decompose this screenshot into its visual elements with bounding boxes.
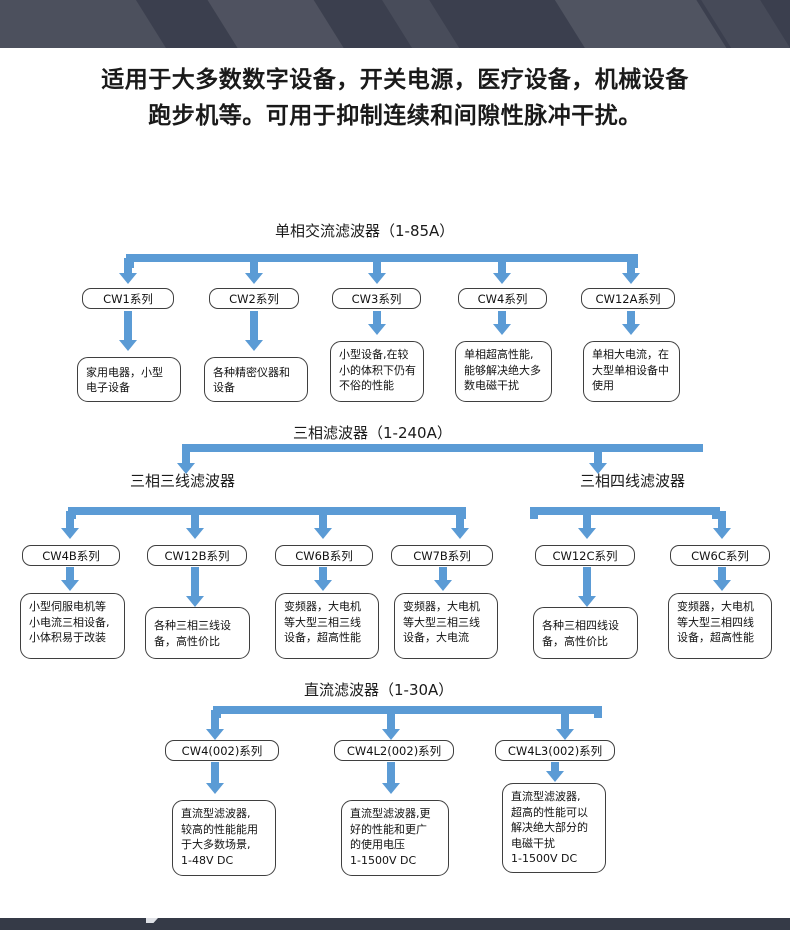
desc-line: 小电流三相设备,	[29, 615, 110, 629]
connector-bar-three-wire	[68, 507, 466, 515]
section-title-dc: 直流滤波器（1-30A）	[304, 681, 454, 699]
intro-paragraph: 适用于大多数数字设备，开关电源，医疗设备，机械设备 跑步机等。可用于抑制连续和间…	[0, 62, 790, 134]
desc-card-cw12b: 各种三相三线设 备，高性价比	[145, 607, 250, 659]
bottom-banner-accent	[146, 918, 158, 923]
desc-line: 的使用电压	[350, 838, 405, 851]
connector-drop-right-section3	[594, 706, 602, 718]
desc-line: 各种精密仪器和	[213, 365, 290, 379]
series-chip-cw2[interactable]: CW2系列	[209, 288, 299, 309]
desc-card-cw1: 家用电器，小型 电子设备	[77, 357, 181, 402]
desc-line: 备，高性价比	[542, 634, 608, 648]
series-chip-cw7b[interactable]: CW7B系列	[391, 545, 493, 566]
desc-card-cw6b: 变频器，大电机 等大型三相三线 设备，超高性能	[275, 593, 379, 659]
desc-line: 设备，超高性能	[284, 631, 361, 644]
desc-line: 直流型滤波器,	[511, 790, 581, 803]
series-chip-cw4[interactable]: CW4系列	[458, 288, 547, 309]
desc-card-cw6c: 变频器，大电机 等大型三相四线 设备，超高性能	[668, 593, 772, 659]
desc-line: 直流型滤波器,更	[350, 807, 431, 820]
desc-card-cw4l2-002: 直流型滤波器,更 好的性能和更广 的使用电压 1-1500V DC	[341, 800, 449, 876]
desc-card-cw4l3-002: 直流型滤波器, 超高的性能可以 解决绝大部分的 电磁干扰 1-1500V DC	[502, 783, 606, 873]
desc-line: 使用	[592, 379, 614, 392]
series-chip-cw4b[interactable]: CW4B系列	[22, 545, 120, 566]
desc-line: 电磁干扰	[511, 836, 555, 850]
intro-line-2: 跑步机等。可用于抑制连续和间隙性脉冲干扰。	[148, 103, 642, 129]
desc-line: 各种三相三线设	[154, 619, 231, 632]
connector-bar-section2	[183, 444, 703, 452]
desc-line: 1-48V DC	[181, 853, 234, 867]
desc-line: 小体积易于改装	[29, 631, 106, 644]
desc-line: 变频器，大电机	[284, 600, 361, 613]
desc-line: 小的体积下仍有	[339, 363, 416, 377]
series-chip-cw6b[interactable]: CW6B系列	[275, 545, 373, 566]
series-chip-cw12b[interactable]: CW12B系列	[147, 545, 247, 566]
desc-card-cw4b: 小型伺服电机等 小电流三相设备, 小体积易于改装	[20, 593, 125, 659]
connector-drop-left-four-wire	[530, 507, 538, 519]
desc-line: 设备，大电流	[403, 631, 469, 644]
series-chip-cw4-002[interactable]: CW4(002)系列	[165, 740, 279, 761]
desc-card-cw3: 小型设备,在较 小的体积下仍有 不俗的性能	[330, 341, 424, 402]
series-chip-cw4l2-002[interactable]: CW4L2(002)系列	[334, 740, 454, 761]
desc-line: 设备	[213, 381, 235, 394]
desc-line: 家用电器，小型	[86, 365, 163, 379]
desc-card-cw12a: 单相大电流，在 大型单相设备中 使用	[583, 341, 680, 402]
series-chip-cw4l3-002[interactable]: CW4L3(002)系列	[495, 740, 615, 761]
subsection-title-four-wire: 三相四线滤波器	[580, 472, 686, 490]
desc-line: 备，高性价比	[154, 634, 220, 648]
desc-line: 能够解决绝大多	[464, 363, 541, 377]
desc-line: 变频器，大电机	[677, 600, 754, 613]
series-chip-cw12a[interactable]: CW12A系列	[581, 288, 675, 309]
subsection-title-three-wire: 三相三线滤波器	[130, 472, 236, 490]
desc-line: 1-1500V DC	[350, 853, 417, 867]
desc-line: 大型单相设备中	[592, 363, 669, 377]
desc-line: 数电磁干扰	[464, 379, 519, 392]
desc-line: 电子设备	[86, 381, 130, 394]
desc-line: 小型伺服电机等	[29, 600, 106, 613]
connector-bar-section3	[213, 706, 602, 714]
desc-line: 不俗的性能	[339, 379, 394, 392]
desc-line: 1-1500V DC	[511, 852, 578, 865]
series-chip-cw12c[interactable]: CW12C系列	[535, 545, 635, 566]
desc-line: 超高的性能可以	[511, 805, 588, 819]
bottom-banner	[0, 918, 790, 930]
series-chip-cw6c[interactable]: CW6C系列	[670, 545, 770, 566]
series-chip-cw3[interactable]: CW3系列	[332, 288, 421, 309]
section-title-single-phase: 单相交流滤波器（1-85A）	[275, 222, 455, 240]
desc-line: 解决绝大部分的	[511, 821, 588, 834]
desc-line: 等大型三相三线	[403, 615, 480, 629]
top-banner	[0, 0, 790, 48]
desc-line: 设备，超高性能	[677, 631, 754, 644]
desc-line: 于大多数场景,	[181, 838, 251, 851]
desc-line: 直流型滤波器,	[181, 807, 251, 820]
intro-line-1: 适用于大多数数字设备，开关电源，医疗设备，机械设备	[101, 67, 689, 93]
desc-line: 各种三相四线设	[542, 619, 619, 632]
desc-line: 等大型三相四线	[677, 615, 754, 629]
connector-bar-section1	[126, 254, 638, 262]
connector-bar-four-wire	[530, 507, 720, 515]
desc-line: 较高的性能能用	[181, 822, 258, 836]
desc-line: 等大型三相三线	[284, 615, 361, 629]
desc-line: 好的性能和更广	[350, 822, 427, 836]
desc-line: 单相大电流，在	[592, 348, 669, 361]
desc-card-cw12c: 各种三相四线设 备，高性价比	[533, 607, 638, 659]
desc-card-cw7b: 变频器，大电机 等大型三相三线 设备，大电流	[394, 593, 498, 659]
desc-line: 小型设备,在较	[339, 348, 409, 361]
desc-line: 变频器，大电机	[403, 600, 480, 613]
desc-card-cw4-002: 直流型滤波器, 较高的性能能用 于大多数场景, 1-48V DC	[172, 800, 276, 876]
connector-drop-right-four-wire	[712, 507, 720, 519]
section-title-three-phase: 三相滤波器（1-240A）	[293, 424, 452, 442]
desc-line: 单相超高性能,	[464, 348, 534, 361]
desc-card-cw2: 各种精密仪器和 设备	[204, 357, 308, 402]
series-chip-cw1[interactable]: CW1系列	[82, 288, 174, 309]
desc-card-cw4: 单相超高性能, 能够解决绝大多 数电磁干扰	[455, 341, 552, 402]
